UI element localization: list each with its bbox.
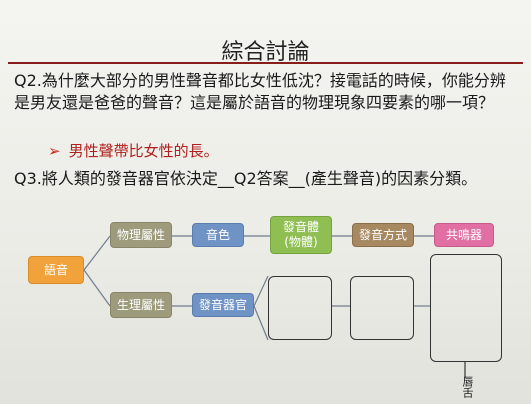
- answer-line: ➢ 男性聲帶比女性的長。: [48, 140, 219, 161]
- arrow-bullet-icon: ➢: [48, 142, 61, 160]
- node-timbre: 音色: [192, 223, 244, 247]
- blank-box-resonator: [430, 254, 502, 362]
- question-3: Q3.將人類的發音器官依決定__Q2答案__(產生聲音)的因素分類。: [14, 169, 478, 188]
- blank-box-sound-body: [268, 276, 332, 340]
- node-articulatory-organs: 發音器官: [192, 293, 254, 317]
- node-physical-attribute: 物理屬性: [110, 222, 172, 248]
- vertical-label: 唇舌: [461, 376, 474, 398]
- root-node-speech: 語音: [28, 256, 84, 284]
- node-sound-body: 發音體 (物體): [270, 216, 332, 254]
- slide-title: 綜合討論: [221, 40, 310, 65]
- answer-text: 男性聲帶比女性的長。: [68, 142, 219, 160]
- node-articulation-method: 發音方式: [352, 223, 414, 247]
- node-resonator: 共鳴器: [434, 223, 494, 247]
- blank-box-method: [350, 276, 414, 340]
- title-divider: [8, 62, 523, 64]
- question-2: Q2.為什麼大部分的男性聲音都比女性低沈？接電話的時候，你能分辨是男友還是爸爸的…: [14, 71, 506, 112]
- node-physiological-attribute: 生理屬性: [110, 292, 172, 318]
